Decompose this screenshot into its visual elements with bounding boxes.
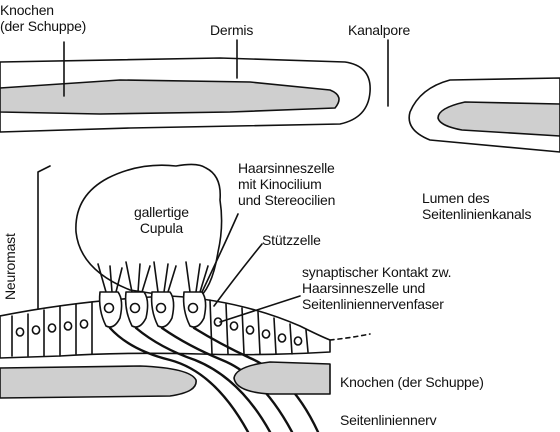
label-haarsinneszelle: Haarsinneszelle mit Kinocilium und Stere… [238, 160, 336, 208]
haarsinneszelle-leader [201, 213, 239, 293]
cilia-4 [185, 261, 209, 293]
lower-right-bone [233, 361, 331, 395]
cilia-2 [125, 261, 151, 293]
upper-left-bone [0, 79, 340, 115]
label-neuromast: Neuromast [2, 233, 18, 300]
cupula [75, 163, 223, 301]
lower-left-bone [0, 365, 197, 399]
cilia-1 [97, 263, 123, 293]
cilia-3 [153, 261, 177, 293]
hair-cell-nuclei [103, 302, 199, 314]
label-kanalpore: Kanalpore [348, 22, 411, 38]
label-dermis: Dermis [210, 22, 254, 38]
label-knochen-bottom: Knochen (der Schuppe) [340, 374, 484, 390]
label-stuetzzelle: Stützzelle [262, 232, 321, 248]
epithelium-dashes [329, 333, 371, 341]
label-gallertige-cupula: gallertige Cupula [134, 204, 189, 236]
label-knochen-top: Knochen (der Schuppe) [0, 2, 87, 34]
support-cell-nuclei [15, 317, 303, 346]
upper-right-bone [437, 101, 560, 137]
synapse-leader [219, 295, 301, 323]
label-synaptischer-kontakt: synaptischer Kontakt zw. Haarsinneszelle… [302, 264, 452, 312]
nerve-fibers [108, 326, 320, 432]
label-lumen: Lumen des Seitenlinienkanals [422, 190, 532, 222]
label-seitenliniennerv: Seitenliniennerv [340, 412, 437, 428]
support-cell-walls [11, 299, 309, 357]
stuetzzelle-leader [213, 243, 263, 307]
